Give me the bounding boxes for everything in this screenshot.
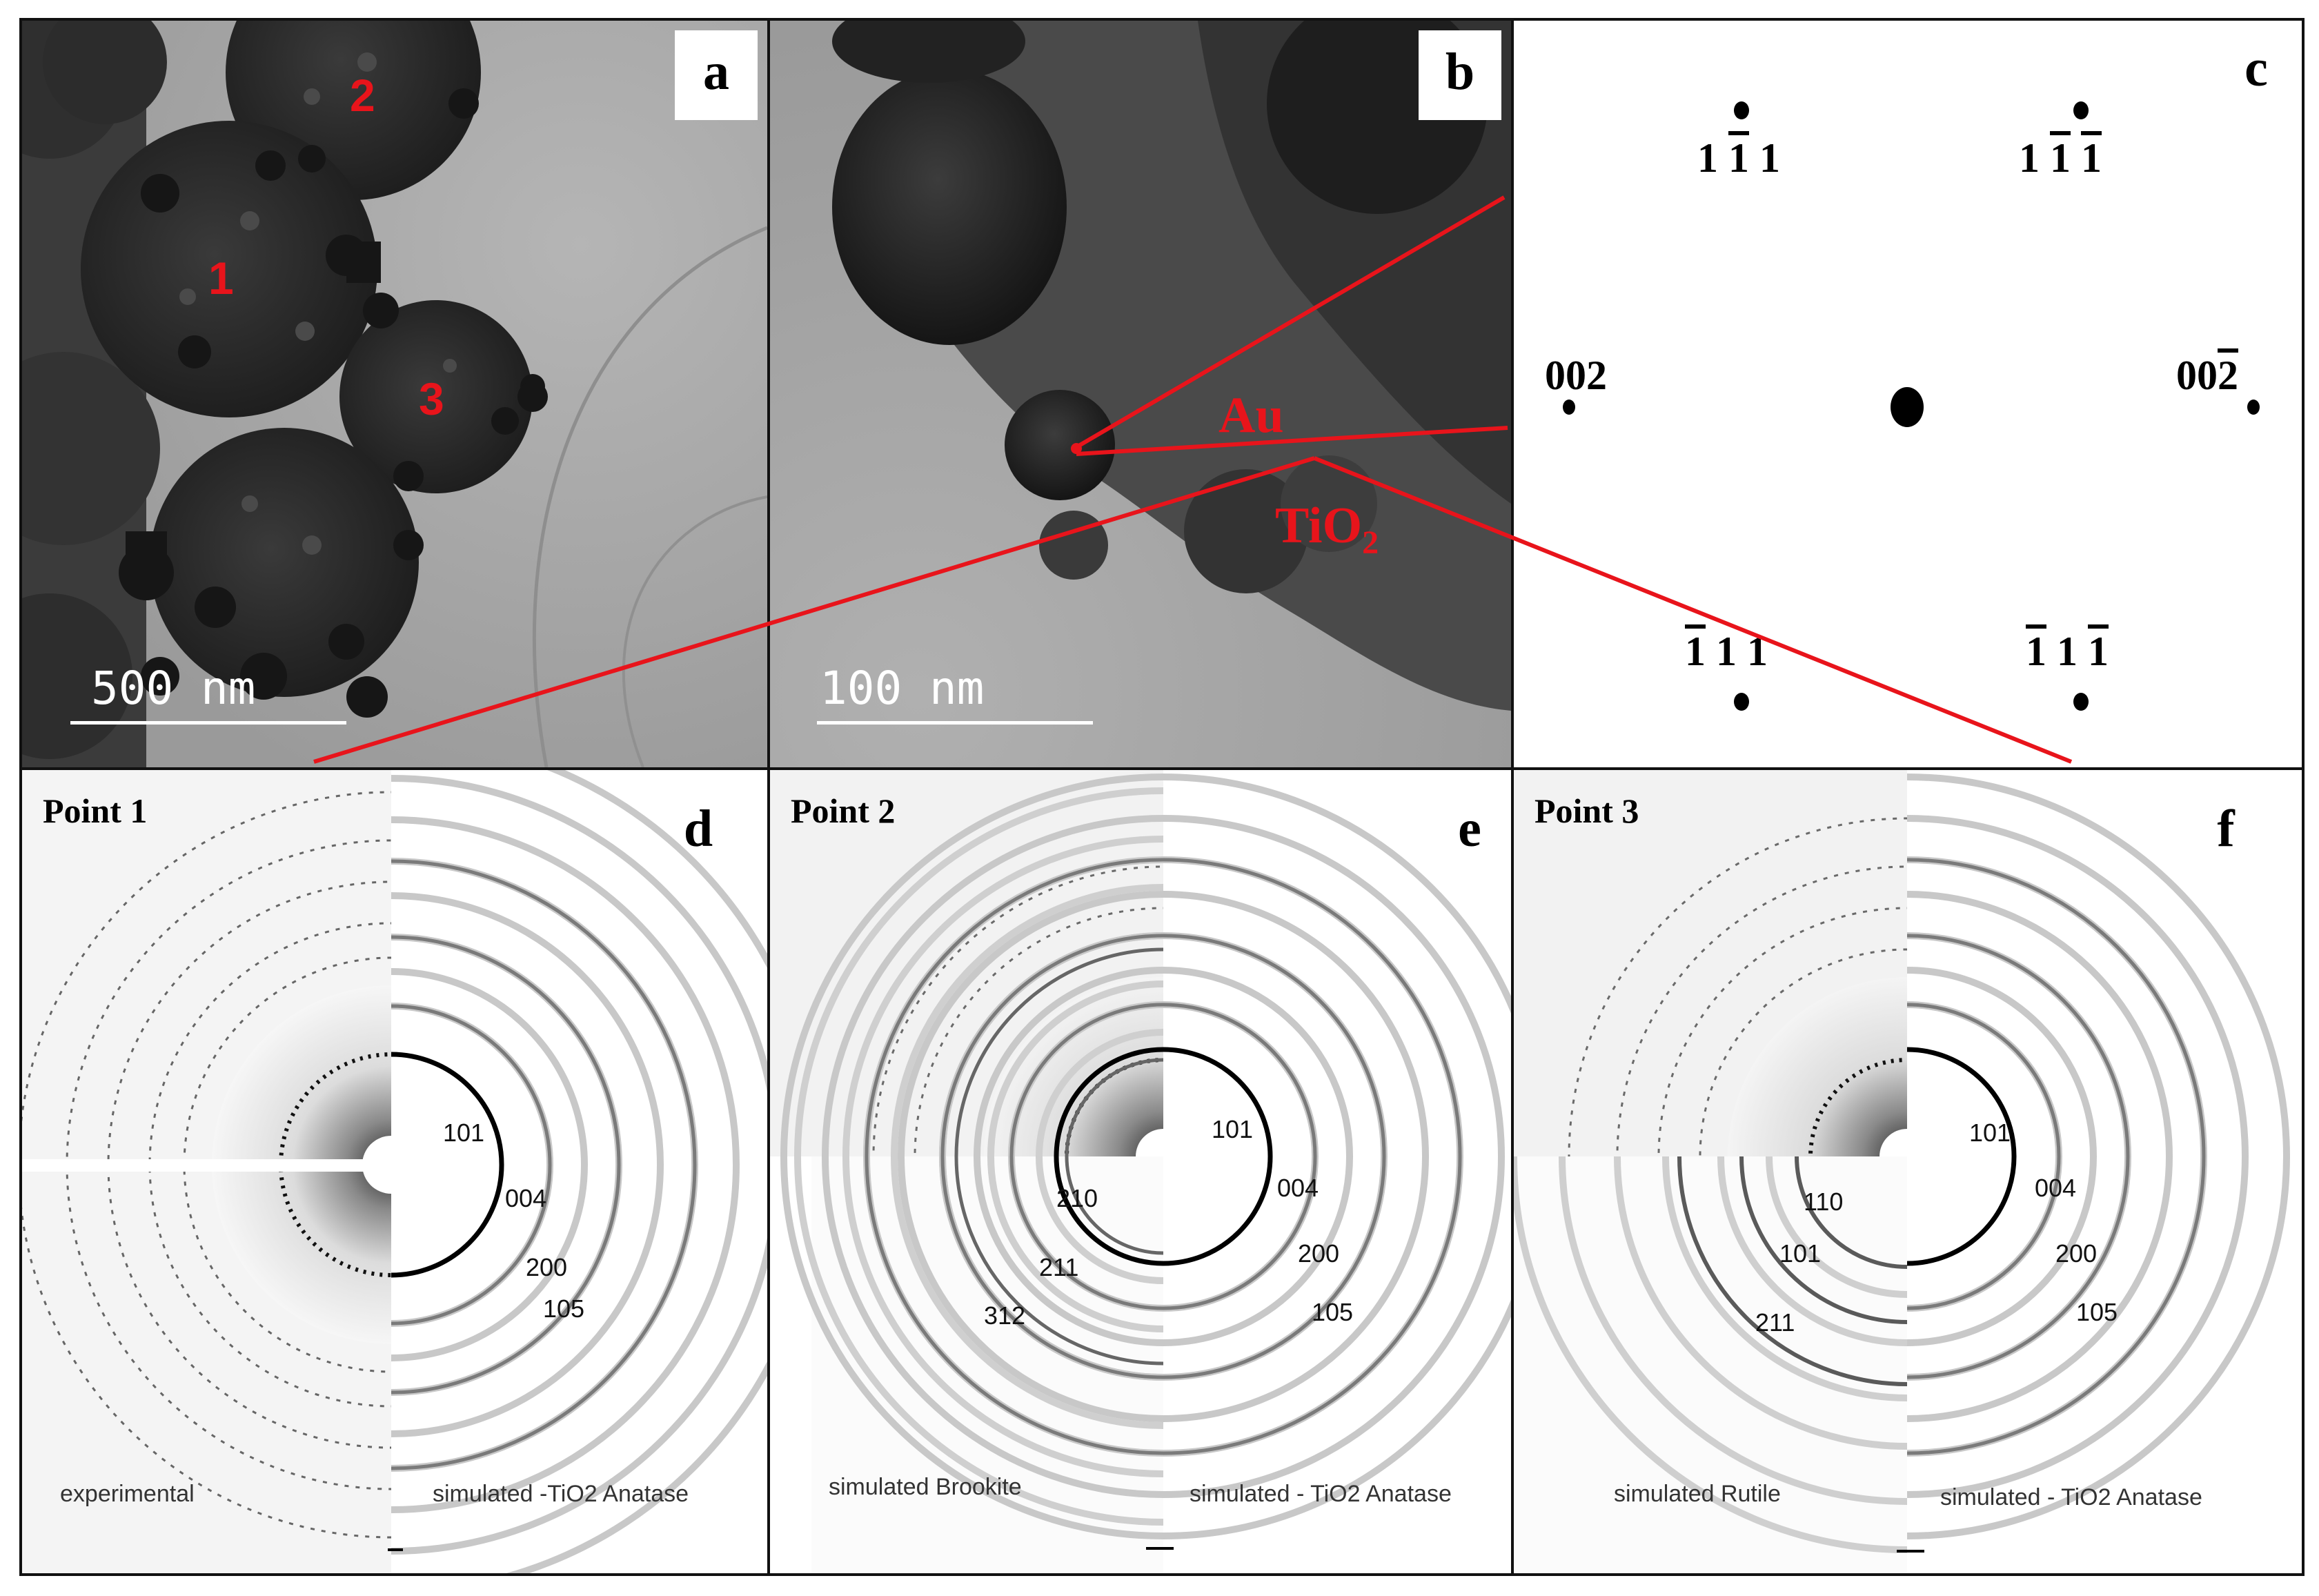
spot-index-1-b: 1 (1749, 135, 1780, 181)
spot-index-2-bar2: 1 (2081, 135, 2102, 181)
spot-index-3-a: 002 (1545, 353, 1607, 398)
panel-letter-e: e (1458, 800, 1481, 858)
point-label-d: Point 1 (43, 791, 148, 830)
panel-e-diffraction-comparison: Point 2 e 101 004 200 105 210 211 312 si… (767, 767, 1514, 1576)
ring-label-f-105: 105 (2076, 1298, 2118, 1326)
spot-index-2-bar: 1 (2050, 135, 2071, 181)
ring-label-e-210: 210 (1056, 1184, 1098, 1212)
spot-index-1-a: 1 (1697, 135, 1728, 181)
label-tio2: TiO2 (1275, 497, 1379, 562)
spot-index-2-mid (2071, 135, 2081, 181)
point-label-e: Point 2 (791, 791, 896, 830)
panel-c-diffraction-pattern: 1 1 1 1 1 1 002 002 1 1 1 1 1 1 c (1511, 18, 2305, 770)
spot-index-6-bar2: 1 (2088, 629, 2109, 674)
ring-label-f-101b: 101 (1779, 1239, 1822, 1268)
panel-letter-c: c (2215, 30, 2298, 106)
spot-index-6: 1 1 1 (2026, 628, 2109, 676)
panel-f-diffraction-comparison: Point 3 f 101 004 200 105 110 101 211 si… (1511, 767, 2305, 1576)
caption-experimental: experimental (60, 1481, 195, 1507)
panel-f-rings (1514, 770, 2302, 1573)
caption-simulated-anatase-d: simulated -TiO2 Anatase (433, 1481, 689, 1507)
spot-index-2-a: 1 (2019, 135, 2050, 181)
spot-index-5: 1 1 1 (1685, 628, 1768, 676)
panel-letter-d: d (683, 800, 713, 858)
spot-index-1-bar: 1 (1728, 135, 1749, 181)
scale-bar-a-line (70, 721, 346, 725)
ring-label-004: 004 (505, 1184, 547, 1212)
ring-label-105: 105 (543, 1294, 585, 1323)
panel-d-rings (22, 770, 767, 1573)
spot-index-1: 1 1 1 (1697, 135, 1780, 182)
spot-index-4-bar: 2 (2218, 353, 2238, 398)
panel-e-rings (1146, 1547, 1174, 1550)
spot-index-5-b: 1 1 (1706, 629, 1768, 674)
label-au: Au (1218, 387, 1284, 444)
ring-label-f-110: 110 (1804, 1188, 1844, 1216)
caption-simulated-anatase-e: simulated - TiO2 Anatase (1190, 1481, 1452, 1507)
panel-b-micrograph (770, 21, 1511, 767)
caption-simulated-rutile: simulated Rutile (1614, 1481, 1781, 1507)
scale-bar-b: 100 nm (817, 666, 1093, 742)
caption-simulated-brookite: simulated Brookite (829, 1474, 1022, 1500)
spot-index-3: 002 (1545, 352, 1607, 400)
ring-label-f-211: 211 (1755, 1308, 1795, 1337)
ring-label-f-004: 004 (2035, 1174, 2077, 1202)
panel-b-tem-image: 100 nm Au TiO2 b (767, 18, 1514, 770)
panel-letter-f: f (2217, 800, 2235, 858)
ring-label-e-101: 101 (1212, 1115, 1254, 1143)
scale-bar-b-line (817, 721, 1093, 725)
particle-label-1: 1 (208, 253, 234, 304)
ring-label-101: 101 (443, 1119, 485, 1147)
label-tio2-main: TiO (1275, 497, 1363, 554)
spot-index-4: 002 (2176, 352, 2238, 400)
panel-a-micrograph (22, 21, 767, 767)
ring-label-e-312: 312 (984, 1301, 1026, 1330)
panel-d-diffraction-comparison: Point 1 d 101 004 200 105 experimental s… (19, 767, 770, 1576)
ring-label-e-211: 211 (1039, 1253, 1079, 1281)
spot-index-2: 1 1 1 (2019, 135, 2102, 182)
spot-index-4-a: 00 (2176, 353, 2218, 398)
panel-letter-a: a (675, 30, 758, 120)
scale-bar-a: 500 nm (70, 666, 346, 742)
panel-letter-b: b (1419, 30, 1501, 120)
ring-label-f-101: 101 (1969, 1119, 2011, 1147)
ring-label-f-200: 200 (2055, 1239, 2098, 1268)
label-tio2-sub: 2 (1362, 524, 1379, 561)
scale-bar-b-text: 100 nm (820, 662, 985, 715)
particle-label-2: 2 (350, 70, 375, 121)
spot-index-6-bar: 1 (2026, 629, 2046, 674)
caption-simulated-anatase-f: simulated - TiO2 Anatase (1940, 1484, 2202, 1510)
ring-label-200: 200 (526, 1253, 568, 1281)
spot-index-6-mid: 1 (2046, 629, 2088, 674)
ring-label-e-105: 105 (1312, 1298, 1354, 1326)
ring-label-e-200: 200 (1298, 1239, 1340, 1268)
particle-label-3: 3 (419, 373, 444, 424)
ring-label-e-004: 004 (1277, 1174, 1319, 1202)
point-label-f: Point 3 (1535, 791, 1639, 830)
panel-a-tem-image: 1 2 3 500 nm a (19, 18, 770, 770)
scale-bar-a-text: 500 nm (91, 662, 256, 715)
spot-index-5-bar: 1 (1685, 629, 1706, 674)
